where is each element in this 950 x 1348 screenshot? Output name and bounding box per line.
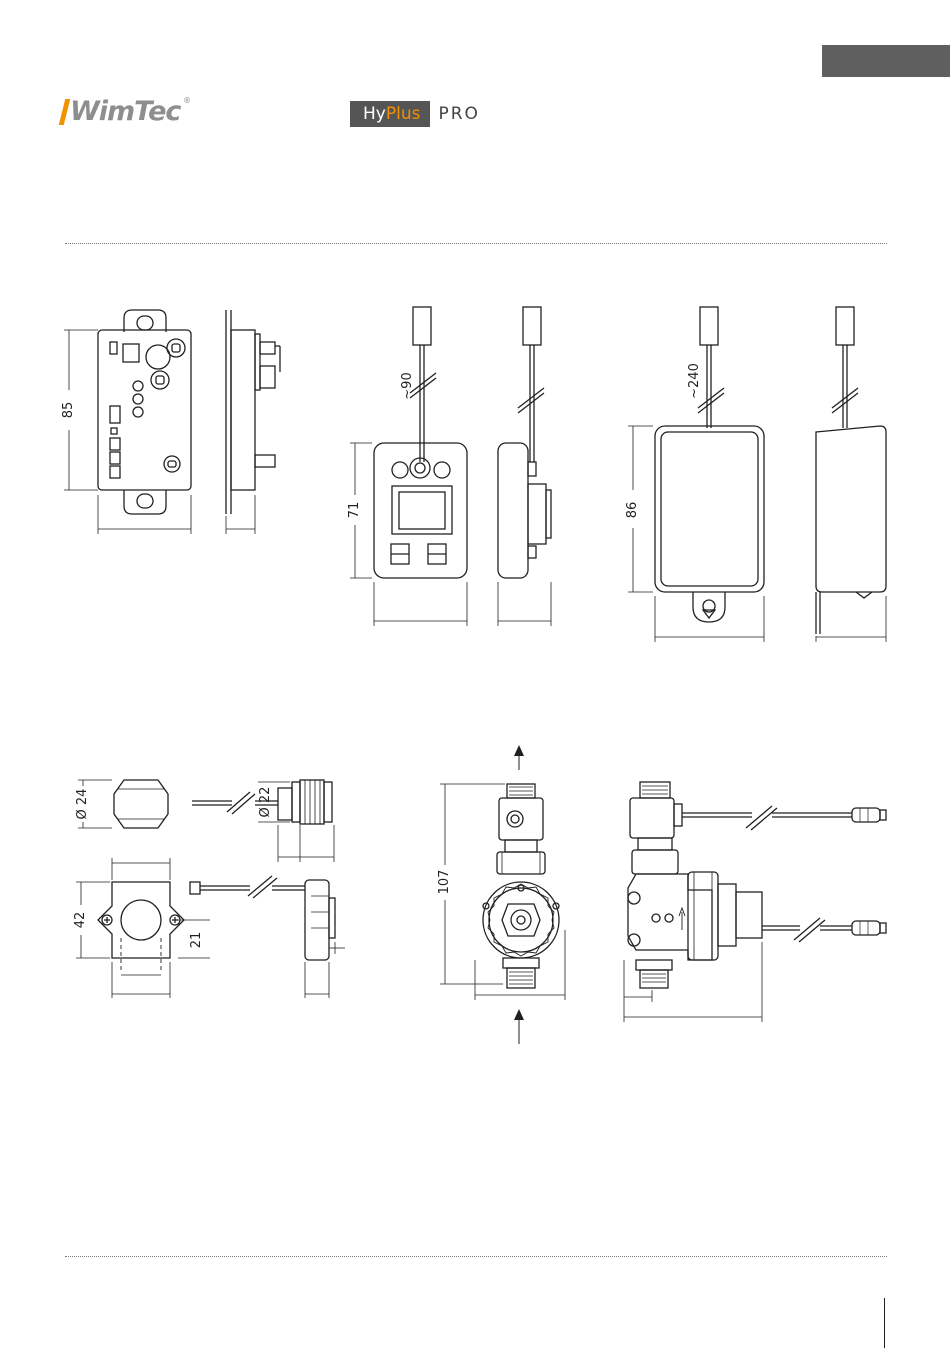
valve-height-label: 107	[437, 870, 452, 895]
transformer-height-label: 71	[347, 502, 362, 519]
controller-height-label: 85	[61, 402, 76, 419]
valve-front-view	[483, 745, 559, 1044]
controller-front-view	[98, 310, 191, 514]
transformer-front-view	[374, 307, 467, 578]
controller-side-view	[226, 310, 280, 514]
transformer-cable-label: ~90	[400, 372, 415, 399]
bracket-offset-label: 21	[189, 932, 204, 949]
valve-side-view	[628, 782, 886, 988]
power-supply-side-view	[816, 307, 886, 634]
sensor-nut-view	[114, 780, 168, 828]
sensor-thread-diameter-label: Ø 22	[258, 787, 273, 818]
bracket-height-label: 42	[73, 912, 88, 929]
power-supply-dimensions	[628, 426, 886, 642]
sensor-diameter-label: Ø 24	[75, 789, 90, 820]
supply-cable-label: ~240	[687, 363, 702, 399]
supply-height-label: 86	[625, 502, 640, 519]
transformer-side-view	[498, 307, 551, 578]
power-supply-front-view	[655, 307, 764, 622]
sensor-bracket-view	[98, 876, 335, 972]
